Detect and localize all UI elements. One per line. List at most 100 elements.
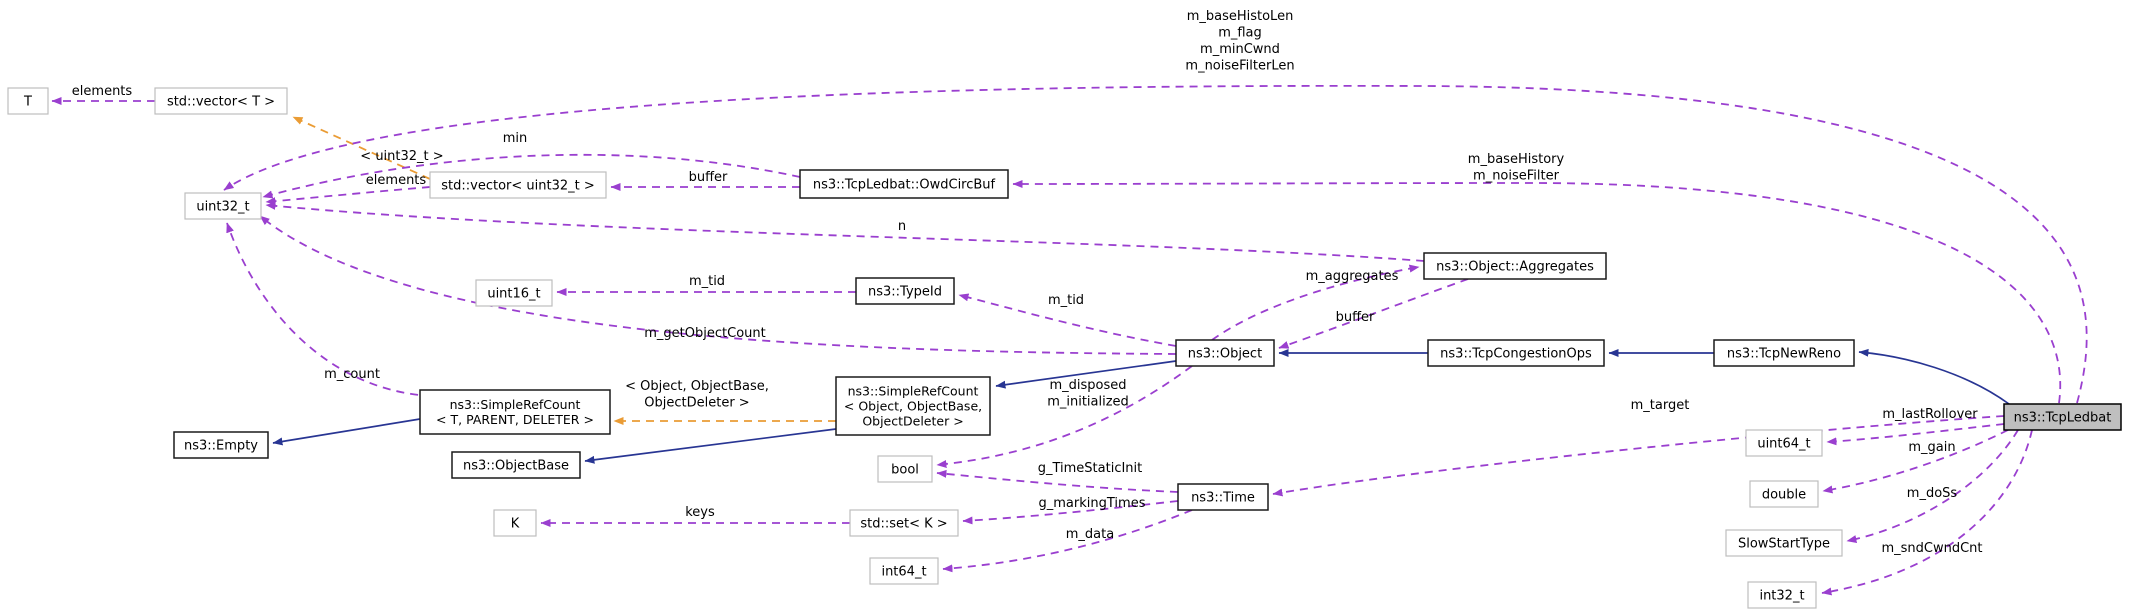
edge-label-keys: keys (685, 505, 715, 520)
edge-inherit-objectbase (584, 428, 837, 464)
edge-label-m-gain: m_gain (1908, 440, 1955, 455)
edge-m-snd-cwnd-cnt (1821, 429, 2033, 596)
edge-label-m-aggregates: m_aggregates (1306, 269, 1399, 284)
class-box-owdcircbuf[interactable]: ns3::TcpLedbat::OwdCircBuf (799, 169, 1009, 199)
edge-label-template-simpleref: < Object, ObjectBase,ObjectDeleter > (625, 379, 769, 411)
class-label-simpleref-tpd: ns3::SimpleRefCount< T, PARENT, DELETER … (436, 397, 594, 427)
class-box-objectbase[interactable]: ns3::ObjectBase (451, 451, 581, 479)
edge-inherit-simpleref-obj (995, 360, 1177, 389)
class-label-empty: ns3::Empty (184, 439, 258, 454)
class-label-int64-t: int64_t (881, 565, 926, 580)
class-label-aggregates: ns3::Object::Aggregates (1436, 260, 1594, 275)
class-box-double: double (1749, 480, 1819, 508)
edge-m-disposed (936, 365, 1193, 469)
class-box-set-k: std::set< K > (849, 509, 959, 537)
edge-m-tid-typeid (958, 293, 1177, 347)
edge-inherit-newreno (1858, 348, 2010, 405)
class-box-uint16-t: uint16_t (475, 279, 553, 307)
class-box-newreno[interactable]: ns3::TcpNewReno (1713, 339, 1855, 367)
class-box-t: T (7, 87, 49, 115)
class-box-uint64-t: uint64_t (1745, 429, 1823, 457)
edge-label-m-get-object-count: m_getObjectCount (644, 326, 765, 341)
edge-label-elements-vector-t: elements (72, 84, 133, 99)
edge-base-history (1012, 179, 2062, 404)
class-box-tcpledbat: ns3::TcpLedbat (2003, 403, 2122, 431)
edge-base-histo-len (223, 84, 2088, 404)
class-box-vector-t: std::vector< T > (154, 87, 288, 115)
edge-label-m-data: m_data (1066, 527, 1114, 542)
edge-label-m-tid-typeid: m_tid (1048, 293, 1084, 308)
class-label-congestionops: ns3::TcpCongestionOps (1440, 347, 1592, 362)
class-label-objectbase: ns3::ObjectBase (463, 459, 569, 474)
edge-label-g-time-static-init: g_TimeStaticInit (1038, 461, 1143, 476)
edge-m-do-ss (1846, 429, 2019, 543)
edge-label-buffer-aggregates: buffer (1336, 310, 1375, 325)
class-box-simpleref-obj[interactable]: ns3::SimpleRefCount< Object, ObjectBase,… (835, 376, 991, 436)
edge-g-time-static-init (936, 469, 1179, 493)
edge-label-elements-uint32: elements (366, 173, 427, 188)
edge-template-uint32 (292, 116, 431, 180)
class-box-simpleref-tpd[interactable]: ns3::SimpleRefCount< T, PARENT, DELETER … (419, 389, 611, 435)
class-label-uint64-t: uint64_t (1757, 437, 1810, 452)
class-label-object: ns3::Object (1188, 347, 1262, 362)
class-box-empty[interactable]: ns3::Empty (173, 431, 269, 459)
edge-elements-uint32 (265, 186, 431, 206)
edge-n (265, 201, 1425, 262)
edge-label-m-do-ss: m_doSs (1907, 486, 1958, 501)
class-label-owdcircbuf: ns3::TcpLedbat::OwdCircBuf (813, 178, 996, 193)
class-label-tcpledbat: ns3::TcpLedbat (2014, 411, 2112, 426)
edge-label-g-marking-times: g_markingTimes (1039, 496, 1146, 511)
edge-m-last-rollover (1826, 423, 2005, 446)
class-label-t: T (23, 95, 32, 110)
edge-label-min: min (503, 131, 528, 146)
class-label-bool: bool (891, 463, 919, 478)
edge-label-m-last-rollover: m_lastRollover (1882, 407, 1978, 422)
class-label-k: K (511, 517, 520, 532)
edge-m-count (226, 222, 433, 397)
class-box-int32-t: int32_t (1747, 581, 1817, 609)
class-label-time: ns3::Time (1191, 491, 1255, 506)
edge-m-aggregates (1211, 264, 1420, 341)
edge-label-n: n (898, 219, 906, 234)
edge-label-m-tid-uint16: m_tid (689, 274, 725, 289)
class-label-typeid: ns3::TypeId (868, 285, 942, 300)
edge-m-data (942, 509, 1193, 573)
class-box-time[interactable]: ns3::Time (1177, 483, 1269, 511)
class-box-congestionops[interactable]: ns3::TcpCongestionOps (1427, 339, 1605, 367)
class-box-bool: bool (877, 455, 933, 483)
edge-m-gain (1822, 429, 2009, 494)
class-label-slowstarttype: SlowStartType (1738, 537, 1830, 552)
edge-min (262, 153, 801, 199)
class-box-int64-t: int64_t (869, 557, 939, 585)
class-label-uint32-t: uint32_t (196, 200, 249, 215)
class-box-k: K (493, 509, 537, 537)
class-label-int32-t: int32_t (1759, 589, 1804, 604)
class-box-vector-uint32: std::vector< uint32_t > (429, 171, 607, 199)
class-label-vector-t: std::vector< T > (167, 95, 275, 110)
edge-label-m-target: m_target (1631, 398, 1690, 413)
class-box-typeid[interactable]: ns3::TypeId (855, 277, 955, 305)
class-box-slowstarttype: SlowStartType (1725, 529, 1843, 557)
class-label-simpleref-obj: ns3::SimpleRefCount< Object, ObjectBase,… (844, 384, 982, 429)
class-box-uint32-t: uint32_t (184, 192, 262, 220)
edge-label-template-uint32: < uint32_t > (360, 149, 443, 164)
edge-m-target (1272, 415, 2005, 497)
edge-m-get-object-count (259, 215, 1177, 355)
edge-label-m-count: m_count (324, 367, 380, 382)
class-label-newreno: ns3::TcpNewReno (1727, 347, 1841, 362)
class-box-object[interactable]: ns3::Object (1175, 339, 1275, 367)
class-label-vector-uint32: std::vector< uint32_t > (441, 179, 595, 194)
class-label-double: double (1762, 488, 1806, 503)
class-label-set-k: std::set< K > (860, 517, 947, 532)
edge-g-marking-times (962, 500, 1179, 525)
edge-buffer-aggregates (1278, 278, 1469, 349)
edge-label-buffer: buffer (689, 170, 728, 185)
class-label-uint16-t: uint16_t (487, 287, 540, 302)
class-box-aggregates[interactable]: ns3::Object::Aggregates (1423, 252, 1607, 280)
edge-inherit-empty (272, 418, 421, 446)
